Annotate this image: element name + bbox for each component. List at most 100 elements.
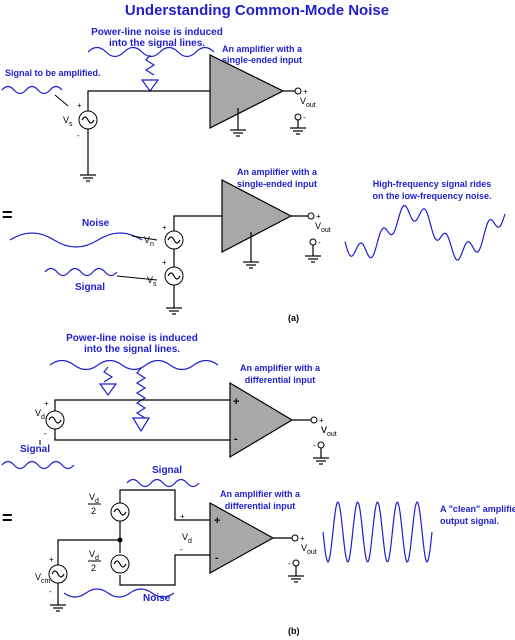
- clean-note-line-1: A "clean" amplified: [440, 504, 515, 514]
- svg-text:-: -: [77, 131, 80, 140]
- signal-wave-b: [1, 460, 75, 470]
- signal-label-b: Signal: [20, 444, 50, 455]
- amplifier-differential-2: [209, 501, 275, 575]
- half-vd-top-label: Vd 2: [88, 492, 101, 516]
- ground-6: [305, 255, 321, 263]
- signal-wire: [87, 90, 210, 175]
- svg-text:+: +: [162, 223, 167, 232]
- vcm-label: Vcm: [35, 572, 51, 585]
- noise-note-line-1: Power-line noise is induced: [91, 27, 223, 38]
- amp-label-b2-line-1: An amplifier with a: [220, 489, 301, 499]
- ground-7: [313, 457, 329, 465]
- svg-text:+: +: [303, 87, 308, 96]
- vout-label-4: Vout: [301, 543, 317, 556]
- output-terminal-4: [291, 534, 299, 542]
- power-line-noise-wave-2: [49, 359, 219, 371]
- rides-note-line-2: on the low-frequency noise.: [372, 191, 491, 201]
- vd-label: Vd: [35, 408, 45, 421]
- amp-label-b-line-2: differential input: [245, 375, 316, 385]
- clean-output-wave: [322, 500, 433, 564]
- svg-text:-: -: [318, 238, 321, 247]
- rides-note-line-1: High-frequency signal rides: [373, 179, 492, 189]
- svg-text:Vs: Vs: [147, 275, 157, 288]
- amplifier-single-ended-2: [221, 179, 293, 253]
- combined-noise-signal-wave: [344, 204, 506, 261]
- svg-text:-: -: [215, 552, 219, 564]
- signal-pointer: [54, 94, 69, 107]
- output-terminal-2: [307, 212, 315, 220]
- svg-text:-: -: [288, 559, 291, 568]
- svg-text:-: -: [313, 441, 316, 450]
- amp-label-b2-line-2: differential input: [225, 501, 296, 511]
- vout-label-3: Vout: [321, 425, 337, 438]
- output-terminal-3: [310, 416, 318, 424]
- noise-wave: [9, 232, 143, 248]
- ground-3: [290, 127, 306, 135]
- section-1: Power-line noise is induced into the sig…: [1, 27, 316, 182]
- svg-text:-: -: [303, 113, 306, 122]
- svg-text:+: +: [319, 416, 324, 425]
- noise-label: Noise: [82, 218, 110, 229]
- svg-text:Vd: Vd: [89, 492, 99, 505]
- equals-sign-2: =: [2, 508, 13, 528]
- svg-text:-: -: [49, 587, 52, 596]
- section-3: Power-line noise is induced into the sig…: [1, 333, 337, 470]
- signal-label-b2: Signal: [152, 465, 182, 476]
- svg-text:+: +: [77, 101, 82, 110]
- section-2: = Noise Vn Signal Vs An amplifier with a…: [2, 167, 506, 323]
- section-4: = Signal An amplifier with a differentia…: [2, 465, 515, 636]
- vd-label-2: Vd: [182, 532, 192, 545]
- diff-wire-bottom: [54, 422, 230, 441]
- svg-text:+: +: [162, 258, 167, 267]
- svg-text:V: V: [321, 425, 327, 435]
- amplifier-single-ended-1: [209, 54, 285, 129]
- ground-2: [230, 129, 246, 137]
- signal-wave-2: [44, 267, 118, 277]
- half-vd-bottom-label: Vd 2: [88, 549, 101, 573]
- svg-text:+: +: [44, 399, 49, 408]
- amp-label2-line-1: An amplifier with a: [237, 167, 318, 177]
- svg-text:-: -: [234, 433, 238, 445]
- noise-label-b: Noise: [143, 593, 171, 604]
- coupling-arrow-squiggle: [144, 54, 156, 76]
- svg-text:2: 2: [91, 563, 96, 573]
- page-title: Understanding Common-Mode Noise: [125, 2, 389, 19]
- amp-label2-line-2: single-ended input: [237, 179, 317, 189]
- signal-wave-b2: [126, 478, 200, 488]
- svg-text:Vout: Vout: [315, 221, 331, 234]
- noise-wave-b: [63, 588, 175, 598]
- power-line-noise-wave: [87, 46, 215, 58]
- ground-9: [50, 604, 66, 612]
- output-terminal-1: [294, 87, 302, 95]
- ground-5: [243, 261, 259, 269]
- caption-b: (b): [288, 626, 300, 636]
- svg-text:+: +: [214, 515, 220, 527]
- ground-1: [80, 174, 96, 182]
- coupling-arrow-head: [140, 79, 160, 93]
- vn-label: Vn: [144, 235, 154, 248]
- amp-label-b-line-1: An amplifier with a: [240, 363, 321, 373]
- top-branch-wire: [119, 489, 212, 521]
- stacked-sources-wire: [173, 215, 222, 308]
- noise-note-line-2: into the signal lines.: [109, 38, 205, 49]
- ground-8: [288, 575, 304, 583]
- noise-note-b-line-1: Power-line noise is induced: [66, 333, 198, 344]
- svg-text:+: +: [233, 396, 239, 408]
- svg-text:-: -: [180, 545, 183, 554]
- clean-note-line-2: output signal.: [440, 516, 499, 526]
- signal-label: Signal to be amplified.: [5, 68, 101, 78]
- svg-text:+: +: [316, 212, 321, 221]
- amp-label-line-2: single-ended input: [222, 55, 302, 65]
- equals-sign-1: =: [2, 205, 13, 225]
- coupling-arrow-b1: [98, 383, 118, 397]
- svg-text:2: 2: [91, 506, 96, 516]
- signal-wave: [1, 85, 63, 95]
- svg-text:+: +: [300, 534, 305, 543]
- ground-4: [166, 307, 182, 315]
- vs-label: Vs: [63, 115, 73, 128]
- amplifier-differential-1: [229, 381, 294, 459]
- bottom-branch-wire: [119, 554, 212, 586]
- diff-wire-top: [54, 399, 230, 417]
- amp-label-line-1: An amplifier with a: [222, 44, 303, 54]
